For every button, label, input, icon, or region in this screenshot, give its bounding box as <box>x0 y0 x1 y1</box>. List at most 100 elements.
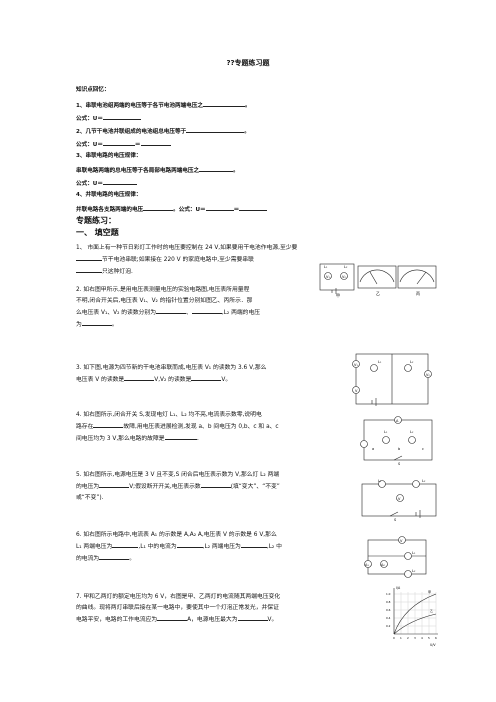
label-l2: L₂ <box>422 479 426 483</box>
blank <box>102 178 137 185</box>
blank <box>143 204 174 211</box>
x-tick: 4 <box>421 636 423 640</box>
blank <box>93 421 124 428</box>
blank <box>199 165 234 172</box>
review-formula-1: 公式：U＝ <box>76 113 141 123</box>
meter-c-arc <box>399 269 435 283</box>
blank <box>186 126 245 133</box>
figure-q2: V₁ V₂ L₁ L₂ 甲 乙 丙 <box>319 263 437 298</box>
label-l1: L₁ <box>384 430 388 434</box>
label-l2: L₂ <box>344 265 348 269</box>
blank <box>81 319 112 326</box>
circuit-loop <box>319 263 355 291</box>
review-item-2: 2、几节干电池并联组成的电池组总电压等于。 <box>76 126 250 136</box>
x-tick: 5 <box>428 636 430 640</box>
review-formula-2: 公式：U＝＝ <box>76 139 171 149</box>
question-3: 3. 如下图,电源为四节新的干电池串联而成,电压表 V₁ 的读数为 3.6 V,… <box>76 365 267 383</box>
x-tick: 2 <box>407 636 409 640</box>
x-tick: 3 <box>414 636 416 640</box>
y-axis-label: I/A <box>396 586 401 590</box>
graph-grid <box>394 592 437 634</box>
blank <box>102 139 135 146</box>
meter-b-needle <box>369 271 378 285</box>
review-item-3-desc: 串联电路两端的总电压等于各局部电路两端电压之。 <box>76 165 239 175</box>
question-7: 7. 甲和乙两灯的额定电压均为 6 V，右图是甲、乙两灯的电流随其两端电压变化 … <box>76 594 281 623</box>
y-tick: 1.0 <box>386 592 391 596</box>
label-s: S <box>394 518 397 522</box>
label-l2: L₂ <box>412 569 416 573</box>
figure-q5: L₁ L₂ V S <box>361 479 437 522</box>
section-heading: 一、 填空题 <box>76 228 119 237</box>
label-a2: A₂ <box>381 563 385 567</box>
figure-q4: A L₁ L₂ S a b c <box>360 416 433 466</box>
x-tick: 6 <box>435 636 437 640</box>
meter-c-needle <box>416 271 427 285</box>
label-v2: V₂ <box>342 275 346 279</box>
blank <box>176 541 203 548</box>
label-yi: 乙 <box>376 290 380 296</box>
y-tick: 0.6 <box>386 608 391 612</box>
blank <box>76 254 102 261</box>
question-5: 5. 如右图所示,电源电压是 3 V 且不变,S 闭合后电压表示数为 V,那么灯… <box>76 472 280 501</box>
blank <box>124 374 155 381</box>
blank <box>240 541 267 548</box>
blank <box>191 374 222 381</box>
question-6: 6. 如右图所示电路中,电流表 A₁ 的示数是 A,A₂ A,电压表 V 的示数… <box>76 532 282 562</box>
label-point-c: c <box>422 447 424 451</box>
label-a: A <box>396 419 399 423</box>
label-a1: A₁ <box>365 563 369 567</box>
blank <box>237 614 268 621</box>
blank <box>76 266 102 273</box>
label-point-a: a <box>372 447 374 451</box>
x-tick: 0 <box>393 636 395 640</box>
blank <box>140 139 171 146</box>
blank <box>205 204 234 211</box>
blank <box>156 307 187 314</box>
curve-jia <box>393 593 437 635</box>
practice-heading: 专题练习： <box>76 216 116 225</box>
question-2: 2. 如右图甲所示,是用电压表测量电压的实验电路图,电压表所用量程 不明,闭合开… <box>76 287 261 328</box>
label-v1: V₁ <box>354 363 358 367</box>
label-l2: L₂ <box>410 430 414 434</box>
label-s: S <box>398 462 401 466</box>
label-v2: V₂ <box>426 373 430 377</box>
y-tick: 0.2 <box>386 624 391 628</box>
label-l1: L₁ <box>378 360 382 364</box>
meter-b-arc <box>359 269 395 283</box>
label-bing: 丙 <box>416 291 420 296</box>
blank <box>99 553 130 560</box>
y-tick: 0.4 <box>386 616 391 620</box>
blank <box>202 100 245 107</box>
figure-q7-graph: I/A U/V 1.0 0.8 0.6 0.4 0.2 0 1 2 3 4 5 … <box>386 586 438 647</box>
label-l1: L₁ <box>324 265 328 269</box>
question-1: 1、 市面上有一种节日彩灯工作时的电压要控制在 24 V,如果要用干电池作电源,… <box>76 245 298 275</box>
figure-q3: V₁ V V₂ L₁ L₂ <box>352 353 432 406</box>
label-v1: V₁ <box>326 275 330 279</box>
review-item-4-desc: 并联电路各支路两端的电压。公式：U＝＝ <box>76 204 268 214</box>
page-title: ??专题练习题 <box>226 59 270 67</box>
label-jia: 甲 <box>336 293 340 298</box>
y-tick: 0.8 <box>386 600 391 604</box>
blank <box>164 433 197 440</box>
review-item-3: 3、串联电路的电压规律： <box>76 153 142 159</box>
meter-b-frame <box>357 265 397 289</box>
series-label-yi: 乙 <box>430 608 433 613</box>
review-formula-3: 公式：U＝ <box>76 178 137 188</box>
meter-c-frame <box>397 265 437 289</box>
blank <box>157 614 188 621</box>
label-l1: L₁ <box>378 479 382 483</box>
blank <box>191 307 222 314</box>
blank <box>102 113 141 120</box>
label-l2: L₂ <box>410 360 414 364</box>
blank <box>99 481 130 488</box>
review-heading: 知识点回忆： <box>76 87 110 93</box>
figure-q6: A₁ A₂ V L₁ L₂ <box>364 536 427 578</box>
label-l1: L₁ <box>412 551 416 555</box>
curve-yi <box>393 613 437 635</box>
label-point-b: b <box>398 447 401 451</box>
label-v: V <box>398 497 401 501</box>
blank <box>239 204 268 211</box>
label-v: V <box>355 389 358 393</box>
review-item-4: 4、并联电路的电压规律： <box>76 192 142 198</box>
